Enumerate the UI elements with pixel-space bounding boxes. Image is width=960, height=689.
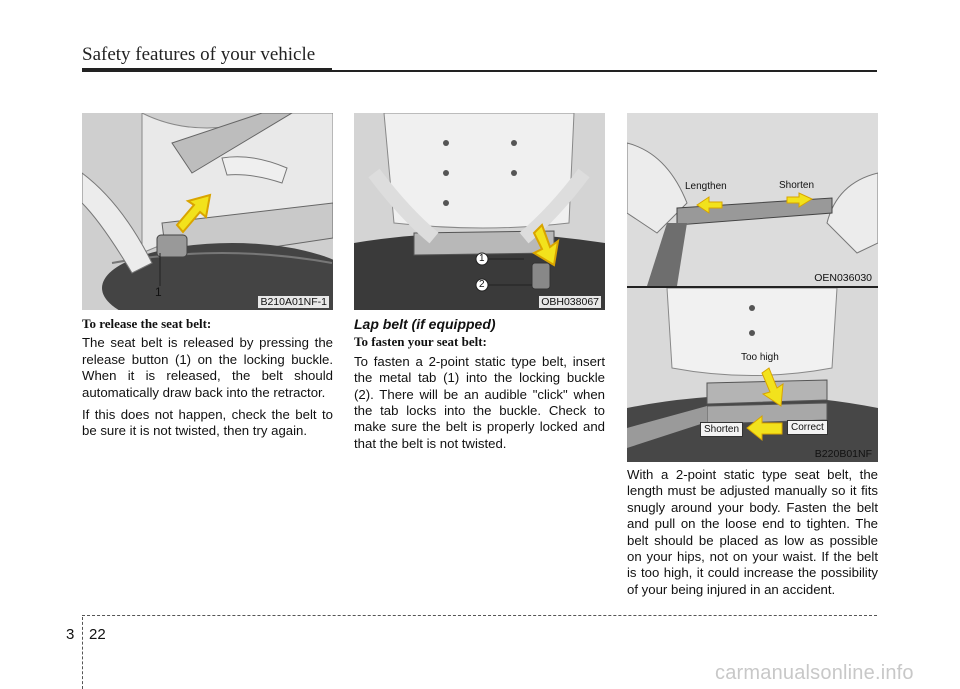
column-2-text: Lap belt (if equipped) To fasten your se… (354, 316, 605, 458)
subheading-fasten: To fasten your seat belt: (354, 334, 487, 350)
page-number: 22 (89, 626, 106, 643)
label-too-high: Too high (741, 352, 779, 363)
figure-fasten-lap-belt: 1 2 OBH038067 (354, 113, 605, 310)
release-belt-illustration (82, 113, 333, 310)
figure-code: OBH038067 (539, 296, 601, 308)
column-1-text: To release the seat belt: The seat belt … (82, 316, 333, 446)
figure-belt-position: Too high Shorten Correct B220B01NF (627, 288, 878, 462)
figure-code: B210A01NF-1 (258, 296, 329, 308)
footer-rule (82, 615, 877, 616)
paragraph: To fasten a 2-point static type belt, in… (354, 353, 605, 451)
section-heading-lap-belt: Lap belt (if equipped) (354, 316, 496, 332)
adjust-length-illustration (627, 113, 878, 286)
header-rule (82, 68, 877, 72)
callout-2: 2 (479, 279, 485, 290)
figure-code: B220B01NF (814, 448, 872, 460)
label-correct: Correct (787, 420, 828, 435)
figure-adjust-length: Lengthen Shorten OEN036030 (627, 113, 878, 286)
chapter-number: 3 (66, 626, 75, 643)
footer-divider (82, 617, 83, 689)
fasten-lap-belt-illustration (354, 113, 605, 310)
paragraph: If this does not happen, check the belt … (82, 407, 333, 439)
callout-1: 1 (155, 285, 162, 299)
label-shorten: Shorten (700, 422, 744, 437)
figure-divider (627, 286, 878, 288)
page-header-title: Safety features of your vehicle (82, 44, 316, 65)
callout-1: 1 (479, 253, 485, 264)
belt-position-illustration (627, 288, 878, 462)
column-3-text: With a 2-point static type seat belt, th… (627, 467, 878, 604)
subheading-release: To release the seat belt: (82, 316, 212, 331)
paragraph: With a 2-point static type seat belt, th… (627, 467, 878, 597)
figure-release-belt: 1 B210A01NF-1 (82, 113, 333, 310)
figure-code: OEN036030 (814, 272, 872, 284)
label-shorten: Shorten (779, 180, 815, 191)
paragraph: The seat belt is released by pressing th… (82, 335, 333, 400)
watermark: carmanualsonline.info (715, 662, 914, 684)
label-lengthen: Lengthen (685, 181, 727, 192)
